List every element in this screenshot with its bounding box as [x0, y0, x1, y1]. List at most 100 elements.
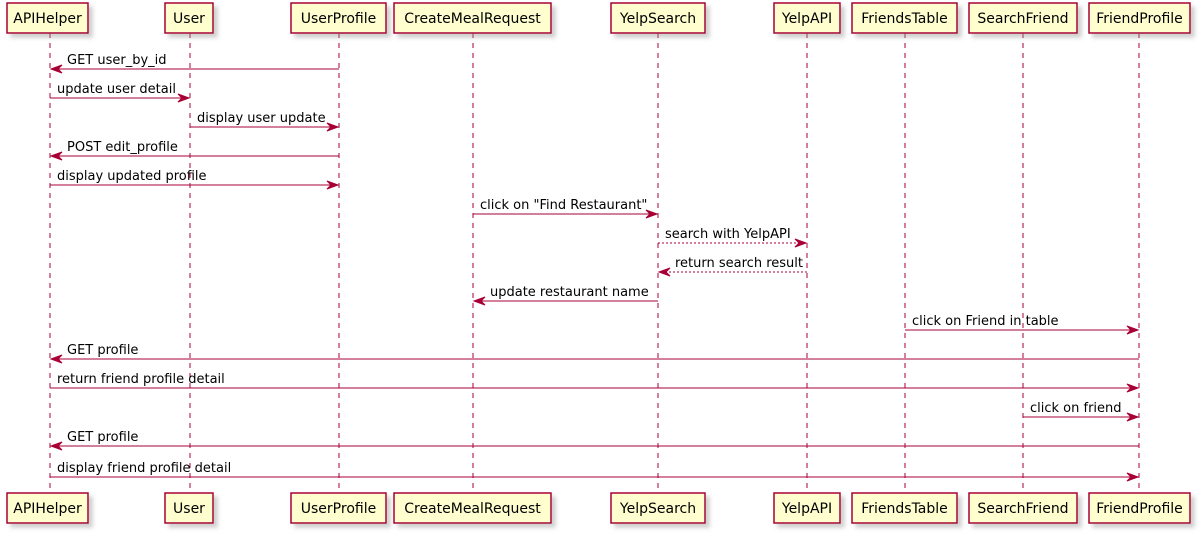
participant-friendprofile-bottom: FriendProfile — [1088, 492, 1191, 524]
participant-box — [393, 492, 552, 524]
message-label: GET user_by_id — [67, 53, 167, 68]
participant-yelpsearch-top: YelpSearch — [610, 2, 706, 34]
arrow-head — [645, 209, 659, 219]
message-7: search with YelpAPI — [658, 227, 808, 248]
message-label: update restaurant name — [490, 285, 649, 300]
arrow-head — [794, 238, 808, 248]
participant-box — [393, 2, 552, 34]
participant-label: YelpSearch — [619, 501, 696, 517]
participant-label: User — [173, 11, 205, 27]
participant-yelpsearch-bottom: YelpSearch — [610, 492, 706, 524]
participant-label: FriendsTable — [861, 11, 948, 27]
participant-searchfriend-bottom: SearchFriend — [968, 492, 1078, 524]
arrow-head — [1126, 412, 1140, 422]
message-2: update user detail — [50, 82, 191, 103]
participant-box — [773, 2, 841, 34]
participant-createmealrequest-top: CreateMealRequest — [393, 2, 552, 34]
arrow-head — [657, 267, 671, 277]
message-label: click on "Find Restaurant" — [480, 198, 647, 213]
participant-yelpapi-top: YelpAPI — [773, 2, 841, 34]
message-label: search with YelpAPI — [665, 227, 791, 242]
message-label: click on friend — [1030, 401, 1122, 416]
participant-box — [164, 492, 214, 524]
arrow-head — [326, 180, 340, 190]
participant-label: YelpAPI — [781, 11, 832, 27]
arrow-head — [49, 151, 63, 161]
participant-box — [968, 492, 1078, 524]
participant-box — [851, 2, 958, 34]
participant-box — [851, 492, 958, 524]
participant-userprofile-top: UserProfile — [290, 2, 387, 34]
participant-apihelper-bottom: APIHelper — [6, 492, 89, 524]
participant-user-top: User — [164, 2, 214, 34]
message-label: GET profile — [67, 430, 138, 445]
arrow-head — [472, 296, 486, 306]
message-8: return search result — [657, 256, 807, 277]
participant-label: YelpAPI — [781, 501, 832, 517]
participant-yelpapi-bottom: YelpAPI — [773, 492, 841, 524]
participants-bottom: APIHelper User UserProfile CreateMealReques… — [6, 492, 1191, 524]
message-label: display updated profile — [57, 169, 207, 184]
participant-label: FriendProfile — [1096, 501, 1183, 517]
participant-box — [6, 2, 89, 34]
participant-createmealrequest-bottom: CreateMealRequest — [393, 492, 552, 524]
arrow-head — [177, 93, 191, 103]
message-label: GET profile — [67, 343, 138, 358]
arrow-head — [49, 64, 63, 74]
message-15: display friend profile detail — [50, 461, 1140, 482]
arrow-head — [326, 122, 340, 132]
message-13: click on friend — [1023, 401, 1140, 422]
participant-label: SearchFriend — [977, 11, 1068, 27]
participants-top: APIHelper User UserProfile CreateMealReques… — [6, 2, 1191, 34]
participant-label: APIHelper — [13, 501, 82, 517]
arrow-head — [1126, 383, 1140, 393]
participant-searchfriend-top: SearchFriend — [968, 2, 1078, 34]
participant-box — [610, 2, 706, 34]
participant-apihelper-top: APIHelper — [6, 2, 89, 34]
message-10: click on Friend in table — [905, 314, 1140, 335]
message-11: GET profile — [49, 343, 1139, 364]
participant-label: YelpSearch — [619, 11, 696, 27]
message-label: display friend profile detail — [57, 461, 231, 476]
message-label: display user update — [197, 111, 326, 126]
message-14: GET profile — [49, 430, 1139, 451]
participant-label: SearchFriend — [977, 501, 1068, 517]
participant-label: FriendProfile — [1096, 11, 1183, 27]
arrow-head — [1126, 472, 1140, 482]
participant-box — [290, 2, 387, 34]
participant-box — [164, 2, 214, 34]
message-label: update user detail — [57, 82, 176, 97]
participant-box — [610, 492, 706, 524]
participant-box — [1088, 492, 1191, 524]
message-1: GET user_by_id — [49, 53, 339, 74]
participant-box — [1088, 2, 1191, 34]
message-4: POST edit_profile — [49, 140, 339, 161]
participant-box — [6, 492, 89, 524]
participant-label: FriendsTable — [861, 501, 948, 517]
message-label: POST edit_profile — [67, 140, 178, 155]
participant-label: User — [173, 501, 205, 517]
message-9: update restaurant name — [472, 285, 658, 306]
arrow-head — [49, 441, 63, 451]
message-label: return friend profile detail — [57, 372, 225, 387]
message-label: return search result — [675, 256, 803, 271]
participant-box — [773, 492, 841, 524]
participant-label: APIHelper — [13, 11, 82, 27]
message-6: click on "Find Restaurant" — [473, 198, 659, 219]
participant-friendstable-bottom: FriendsTable — [851, 492, 958, 524]
participant-friendprofile-top: FriendProfile — [1088, 2, 1191, 34]
message-label: click on Friend in table — [912, 314, 1059, 329]
participant-label: CreateMealRequest — [404, 501, 541, 517]
message-12: return friend profile detail — [50, 372, 1140, 393]
participant-friendstable-top: FriendsTable — [851, 2, 958, 34]
participant-label: UserProfile — [301, 501, 376, 517]
message-3: display user update — [190, 111, 340, 132]
participant-userprofile-bottom: UserProfile — [290, 492, 387, 524]
participant-box — [968, 2, 1078, 34]
participant-box — [290, 492, 387, 524]
lifelines — [49, 33, 1140, 493]
arrow-head — [1126, 325, 1140, 335]
participant-label: UserProfile — [301, 11, 376, 27]
